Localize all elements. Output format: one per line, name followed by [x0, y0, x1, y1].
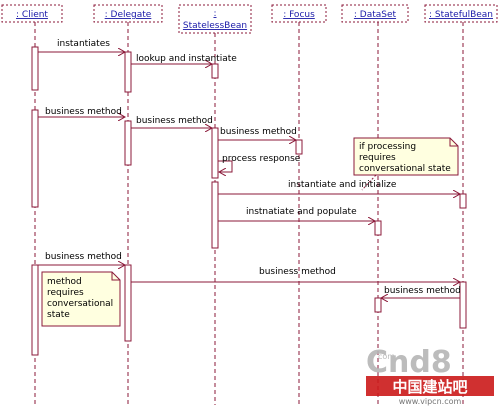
note-if-processing-line1: if processing	[359, 142, 416, 152]
watermark-url: www.vipcn.com	[399, 397, 462, 406]
participant-label-focus: : Focus	[283, 10, 315, 20]
participant-label-client: : Client	[16, 10, 48, 20]
note-method-requires-line4: state	[47, 310, 70, 320]
msg-label-bm-1: business method	[45, 107, 122, 117]
msg-label-lookup: lookup and instantiate	[136, 54, 237, 64]
note-method-requires-line2: requires	[47, 288, 84, 298]
participant-label-dataset: : DataSet	[354, 10, 397, 20]
watermark-chinese: 中国建站吧	[392, 378, 467, 396]
activation-delegate-3	[124, 264, 132, 342]
activation-client-2	[31, 109, 39, 208]
participant-label-stateless-line2: StatelessBean	[183, 21, 247, 31]
note-if-processing-line3: conversational state	[359, 164, 451, 174]
participant-stateful-bean: : StatefulBean	[424, 4, 498, 23]
activation-stateless-2	[211, 127, 219, 179]
msg-label-bm-5: business method	[259, 267, 336, 277]
participant-stateless-bean: : StatelessBean	[178, 4, 252, 34]
msg-label-bm-2: business method	[136, 116, 213, 126]
msg-label-instantiate-populate: instnatiate and populate	[246, 207, 357, 217]
msg-label-instantiate-init: instantiate and initialize	[288, 180, 397, 190]
activation-stateless-3	[211, 181, 219, 249]
participant-label-stateful: : StatefulBean	[429, 10, 493, 20]
activation-stateful-2	[459, 281, 467, 329]
participant-label-stateless-line1: :	[213, 9, 216, 19]
watermark: com Cnd8 中国建站吧 www.vipcn.com	[366, 345, 494, 406]
activation-client-3	[31, 264, 39, 356]
watermark-band	[366, 376, 494, 396]
activation-delegate-2	[124, 120, 132, 166]
activation-delegate-1	[124, 51, 132, 93]
activation-focus	[295, 139, 303, 155]
activation-dataset-1	[374, 220, 382, 236]
participant-delegate: : Delegate	[93, 4, 163, 23]
activation-client-1	[31, 46, 39, 91]
msg-label-bm-4: business method	[45, 252, 122, 262]
arrow-process-response	[218, 160, 233, 172]
msg-label-instantiates: instantiates	[57, 39, 110, 49]
activation-stateless-1	[211, 63, 219, 79]
msg-label-process-response: process response	[222, 154, 301, 164]
note-if-processing-line2: requires	[359, 153, 396, 163]
note-method-requires: method requires conversational state	[41, 271, 121, 327]
participant-label-delegate: : Delegate	[105, 10, 152, 20]
participant-focus: : Focus	[271, 4, 327, 23]
activation-stateful-1	[459, 193, 467, 209]
activation-dataset-2	[374, 297, 382, 313]
watermark-prefix: com	[378, 352, 395, 361]
msg-label-bm-3: business method	[220, 127, 297, 137]
watermark-brand: Cnd8	[366, 345, 452, 380]
participant-client: : Client	[1, 4, 63, 23]
participant-dataset: : DataSet	[341, 4, 409, 23]
note-if-processing: if processing requires conversational st…	[353, 137, 459, 191]
note-method-requires-line1: method	[47, 277, 82, 287]
msg-label-bm-6: business method	[384, 286, 461, 296]
note-method-requires-line3: conversational	[47, 299, 113, 309]
